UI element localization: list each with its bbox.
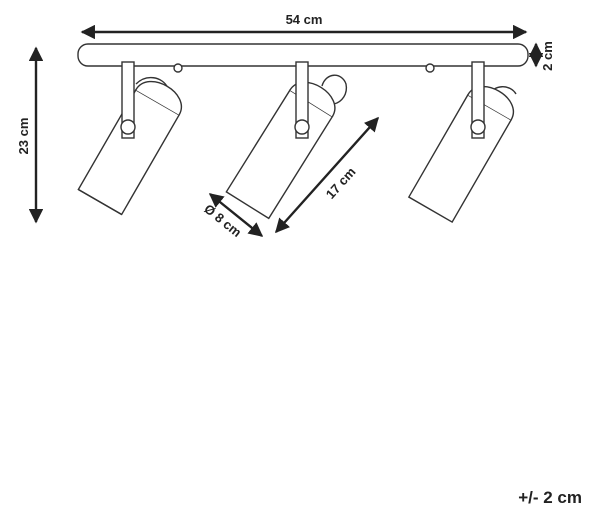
tolerance-note: +/- 2 cm [518,488,582,507]
width-dimension: 54 cm [80,12,528,40]
bar-thickness-dimension: 2 cm [528,41,555,71]
mounting-bar [77,43,529,73]
width-label: 54 cm [286,12,323,27]
height-dimension: 23 cm [16,46,44,224]
spotlight-right [407,61,517,224]
shade-diameter-label: Ø 8 cm [201,201,244,240]
height-label: 23 cm [16,118,31,155]
bar-thickness-label: 2 cm [540,41,555,71]
spotlight-left [77,61,183,216]
shade-length-label: 17 cm [323,164,359,201]
